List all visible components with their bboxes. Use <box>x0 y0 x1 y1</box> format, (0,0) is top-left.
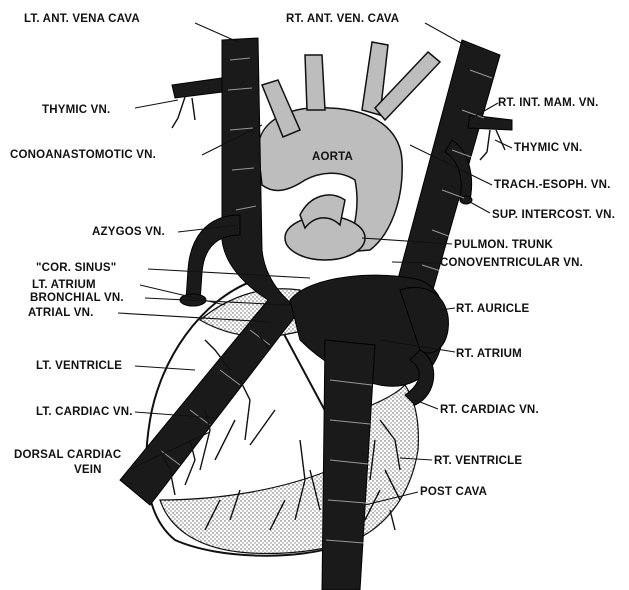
label-rt-int-mam-vn: RT. INT. MAM. VN. <box>498 97 599 109</box>
leader-lt-ant-vena-cava <box>195 23 238 42</box>
label-rt-auricle: RT. AURICLE <box>456 303 529 315</box>
pulmonary-trunk <box>285 216 365 260</box>
label-thymic-vn-left: THYMIC VN. <box>42 104 110 116</box>
left-thymic-vein <box>172 78 222 98</box>
leader-rt-cardiac-vn <box>415 400 438 409</box>
label-rt-ant-ven-cava: RT. ANT. VEN. CAVA <box>286 13 399 25</box>
label-trach-esoph-vn: TRACH.-ESOPH. VN. <box>494 179 611 191</box>
leader-rt-ant-ven-cava <box>425 23 470 48</box>
leader-sup-intercost-vn <box>470 202 490 213</box>
label-conoventricular-vn: CONOVENTRICULAR VN. <box>440 257 583 269</box>
leader-thymic-vn-left <box>135 100 178 108</box>
label-pulmon-trunk: PULMON. TRUNK <box>454 239 554 251</box>
right-thymic-vein-twigs <box>480 130 505 160</box>
label-conoanastomotic-vn: CONOANASTOMOTIC VN. <box>10 149 156 161</box>
label-lt-ventricle: LT. VENTRICLE <box>36 360 122 372</box>
label-lt-ant-vena-cava: LT. ANT. VENA CAVA <box>24 13 140 25</box>
label-thymic-vn-right: THYMIC VN. <box>514 142 582 154</box>
leader-cor-sinus <box>148 269 310 278</box>
label-rt-atrium: RT. ATRIUM <box>456 348 522 360</box>
label-bronchial-vn: BRONCHIAL VN. <box>30 292 124 304</box>
label-sup-intercost-vn: SUP. INTERCOST. VN. <box>492 209 615 221</box>
post-cava <box>322 340 375 590</box>
label-cor-sinus: "COR. SINUS" <box>36 262 116 274</box>
label-lt-atrium: LT. ATRIUM <box>32 279 96 291</box>
right-internal-mammary-vein <box>468 115 512 130</box>
label-lt-cardiac-vn: LT. CARDIAC VN. <box>36 406 133 418</box>
left-thymic-vein-twigs <box>172 97 195 128</box>
label-dorsal-cardiac-vein-1: DORSAL CARDIAC <box>14 449 121 461</box>
aorta-branch-2 <box>305 55 325 110</box>
label-rt-ventricle: RT. VENTRICLE <box>434 455 522 467</box>
label-rt-cardiac-vn: RT. CARDIAC VN. <box>440 404 539 416</box>
label-azygos-vn: AZYGOS VN. <box>92 226 165 238</box>
label-post-cava: POST CAVA <box>420 486 487 498</box>
label-atrial-vn: ATRIAL VN. <box>28 307 93 319</box>
label-dorsal-cardiac-vein-2: VEIN <box>74 464 102 476</box>
label-aorta: AORTA <box>312 151 353 163</box>
